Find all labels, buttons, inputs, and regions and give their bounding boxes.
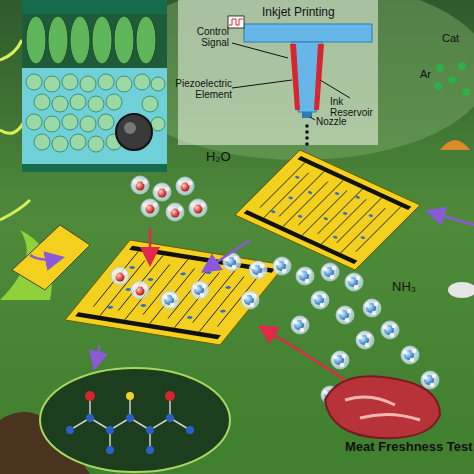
control-signal-waveform	[228, 16, 244, 28]
part-label: Control Signal	[183, 26, 229, 48]
sensor-chip	[65, 240, 285, 345]
cropped-label: Cat	[442, 32, 474, 44]
test-label: Meat Freshness Test	[345, 440, 474, 454]
part-label: Ink Reservoir	[330, 96, 380, 118]
process-arrows	[30, 148, 474, 380]
sample-dish	[448, 282, 474, 298]
argon-atoms	[434, 62, 470, 96]
gas-label: Ar	[420, 68, 440, 80]
inkjet-panel	[178, 0, 378, 145]
sensor-chip	[235, 150, 420, 270]
heater-shape	[440, 140, 470, 150]
leaf-cross-section	[22, 0, 167, 172]
molecular-structure	[40, 368, 230, 472]
molecule-label: H₂O	[206, 150, 246, 164]
molecule-label: NH₃	[392, 280, 432, 294]
part-label: Piezoelectric Element	[170, 78, 232, 100]
water-molecules	[111, 176, 207, 299]
inkjet-printhead	[232, 24, 372, 146]
process-title: Inkjet Printing	[262, 6, 372, 19]
meat-sample	[325, 376, 440, 438]
small-chip	[12, 225, 90, 290]
part-label: Nozzle	[316, 116, 366, 127]
